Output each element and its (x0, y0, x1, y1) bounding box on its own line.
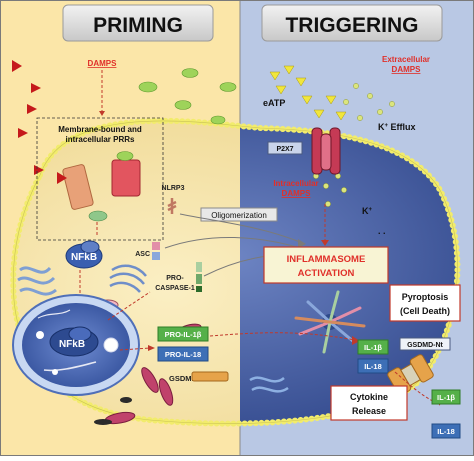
damps-label: DAMPS (88, 59, 118, 68)
prrs-box (36, 117, 164, 241)
intracellular-damps-line1: Intracellular (273, 179, 318, 188)
p2x7-box (267, 141, 303, 155)
inflammasome-line1: INFLAMMASOME (287, 254, 366, 265)
eatp-label: eATP (263, 98, 285, 108)
oligomerization-label: Oligomerization (211, 211, 267, 220)
gsdmd-label: GSDMD (169, 374, 198, 383)
damp-triangle-icon (12, 60, 22, 72)
pro-il18-box (157, 346, 209, 362)
cytokine-line2: Release (352, 406, 386, 416)
damp-triangle-icon (31, 83, 41, 93)
il1b-label: IL-1β (364, 343, 382, 352)
damp-triangles (12, 60, 44, 175)
triggering-header (261, 4, 443, 42)
damp-triangle-icon (57, 172, 67, 184)
cytokine-release-box (330, 385, 408, 421)
adaptor-icon (88, 210, 108, 222)
prrs-label-line1: Membrane-bound and (58, 125, 142, 134)
p2x7-channel-icon (311, 127, 341, 175)
nfkb-cytoplasm: NFkB (65, 240, 103, 269)
pro-caspase-label-line1: PRO- (166, 275, 184, 282)
golgi-organelle (109, 264, 147, 293)
pro-il1b-box (157, 326, 209, 342)
er-triggering (249, 376, 289, 393)
p2x7-label: P2X7 (276, 146, 293, 153)
gsdmd-icon (191, 371, 229, 382)
il1b-out-box (431, 389, 461, 405)
nucleus: NFkB (12, 294, 140, 396)
nlrp3-label: NLRP3 (162, 185, 185, 192)
asc-label: ASC (135, 251, 150, 258)
il1b-box (357, 339, 389, 355)
il1b-out-label: IL-1β (437, 393, 455, 402)
oligomerization-box (200, 207, 278, 222)
il18-box (357, 358, 389, 374)
damp-oval-icon (181, 68, 199, 78)
intracellular-damps-line2: DAMPS (282, 189, 312, 198)
asc-icon (152, 242, 160, 260)
gsdmd-nt-label: GSDMD-Nt (407, 342, 443, 349)
priming-header (62, 4, 214, 42)
prr-receptors (57, 151, 141, 222)
damp-triangle-icon (27, 104, 37, 114)
prr-receptor-icon (111, 159, 141, 197)
nfkb-nucleus-label: NFkB (59, 339, 85, 350)
prrs-label-line2: intracellular PRRs (66, 135, 135, 144)
inflammasome-activation-box (263, 246, 389, 284)
damp-oval-icon (210, 115, 226, 125)
pyroptosis-line1: Pyroptosis (402, 292, 449, 302)
il18-out-box (431, 423, 461, 439)
damp-triangle-icon (18, 128, 28, 138)
damp-oval-icon (138, 81, 158, 93)
eatp-triangle-icon (269, 71, 281, 81)
green-damps (138, 68, 237, 125)
pro-il18-label: PRO-IL-18 (165, 350, 201, 359)
damp-oval-icon (219, 82, 237, 92)
nlrp3-icon (167, 198, 177, 214)
pro-caspase-label-line2: CASPASE-1 (155, 285, 195, 292)
eatp-molecules (269, 65, 347, 121)
k-ion-label: K+ (362, 206, 373, 216)
er-organelle (17, 266, 57, 296)
extracellular-damps-line1: Extracellular (382, 55, 430, 64)
inflammasome-line2: ACTIVATION (298, 268, 355, 279)
pyroptosis-line2: (Cell Death) (400, 306, 450, 316)
arrow-to-caspase (107, 291, 151, 321)
damp-oval-icon (116, 151, 134, 161)
pro-caspase-icon (196, 262, 202, 292)
priming-title: PRIMING (93, 14, 183, 37)
k-efflux-label: K+ Efflux (378, 122, 416, 132)
il18-out-label: IL-18 (437, 427, 455, 436)
triggering-title: TRIGGERING (285, 14, 418, 37)
damp-oval-icon (174, 100, 192, 110)
cytokine-line1: Cytokine (350, 392, 388, 402)
gsdmd-nt-box (399, 337, 451, 351)
pyroptosis-box (389, 284, 461, 322)
nfkb-cyto-label: NFkB (71, 252, 97, 263)
prr-receptor-icon (62, 164, 94, 210)
extracellular-damps-line2: DAMPS (392, 65, 422, 74)
svg-text:. .: . . (378, 226, 386, 236)
il18-label: IL-18 (364, 362, 382, 371)
pro-il1b-label: PRO-IL-1β (165, 330, 202, 339)
damp-triangle-icon (34, 165, 44, 175)
